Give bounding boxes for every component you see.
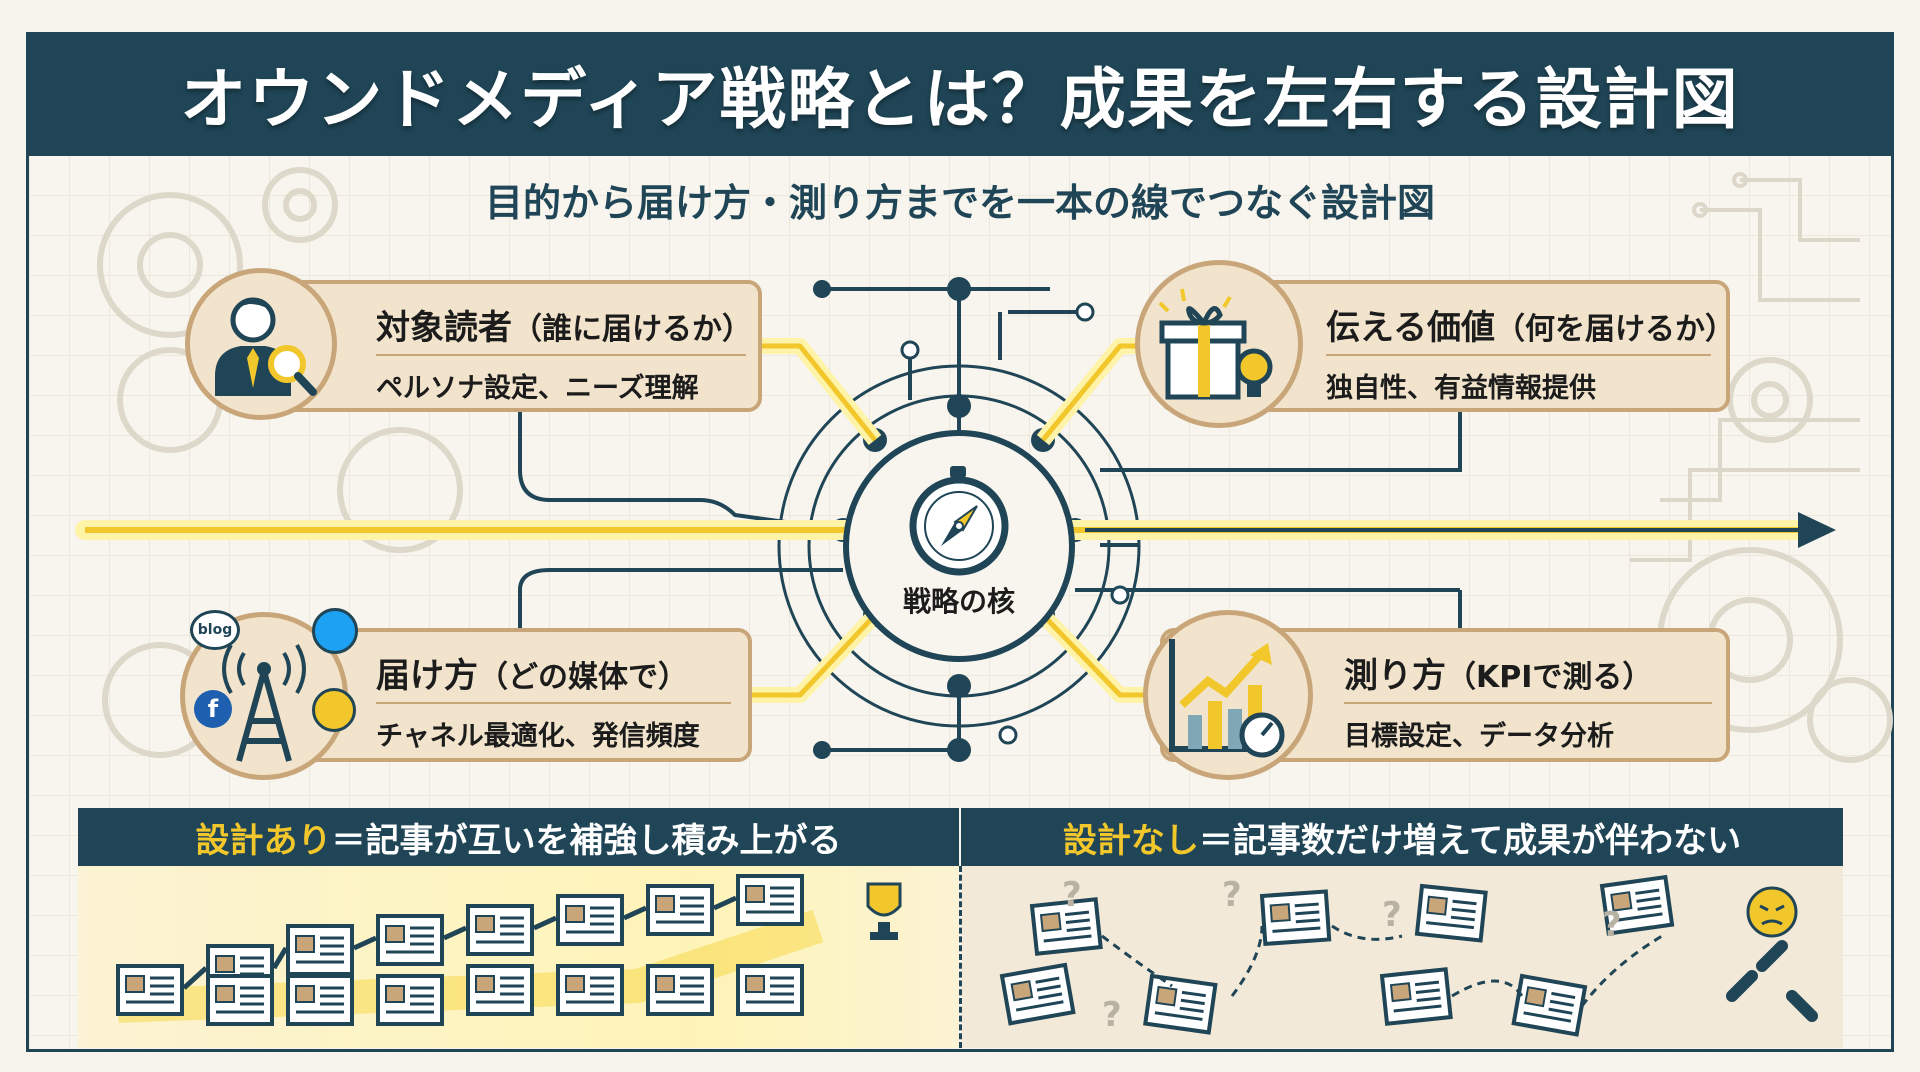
gear-decoration bbox=[97, 167, 1893, 763]
card-audience-desc: ペルソナ設定、ニーズ理解 bbox=[376, 373, 699, 404]
article-icon bbox=[206, 974, 274, 1026]
article-icon bbox=[1259, 889, 1332, 947]
card-audience-title: 対象読者（誰に届けるか） bbox=[376, 308, 752, 348]
link-arrow bbox=[442, 925, 468, 941]
broken-link bbox=[1230, 925, 1264, 997]
article-icon bbox=[646, 964, 714, 1016]
value-badge bbox=[1135, 260, 1303, 428]
broken-link bbox=[1451, 979, 1524, 998]
scattered-articles-illustration: ????? bbox=[999, 874, 1818, 1037]
article-icon bbox=[1511, 973, 1588, 1037]
card-value-title: 伝える価値（何を届けるか） bbox=[1326, 308, 1735, 348]
broadcast-tower-icon bbox=[222, 643, 306, 762]
measure-badge bbox=[1143, 610, 1313, 780]
question-mark: ? bbox=[1222, 875, 1242, 915]
growth-chart-icon bbox=[1169, 639, 1285, 758]
article-icon bbox=[646, 884, 714, 936]
card-channel-title: 届け方（どの媒体で） bbox=[376, 656, 688, 696]
strategy-core bbox=[843, 430, 1075, 662]
article-icon bbox=[1029, 897, 1103, 956]
article-icon bbox=[116, 964, 184, 1016]
title-bar: オウンドメディア戦略とは？成果を左右する設計図 bbox=[26, 32, 1894, 156]
panel-with-design-header: 設計あり＝記事が互いを補強し積み上がる bbox=[78, 808, 959, 866]
card-measure-desc: 目標設定、データ分析 bbox=[1344, 721, 1614, 752]
article-icon bbox=[556, 964, 624, 1016]
panel-with-design bbox=[78, 866, 959, 1048]
mail-icon bbox=[312, 688, 356, 732]
article-icon bbox=[466, 964, 534, 1016]
circuit-decoration bbox=[1630, 172, 1860, 562]
broken-link bbox=[1101, 934, 1173, 988]
frustrated-face-icon bbox=[1726, 886, 1818, 1022]
link-arrow bbox=[532, 915, 558, 931]
link-arrow bbox=[712, 895, 738, 911]
question-mark: ? bbox=[1602, 905, 1622, 945]
article-icon bbox=[466, 904, 534, 956]
audience-badge bbox=[185, 268, 337, 420]
article-icon bbox=[1143, 973, 1218, 1035]
stacked-articles-illustration bbox=[116, 874, 902, 1026]
facebook-icon: f bbox=[194, 690, 232, 728]
article-icon bbox=[556, 894, 624, 946]
twitter-icon bbox=[312, 608, 358, 654]
gift-bulb-icon bbox=[1158, 288, 1273, 400]
page-title: オウンドメディア戦略とは？成果を左右する設計図 bbox=[180, 61, 1740, 138]
link-arrow bbox=[352, 935, 378, 951]
trophy-icon bbox=[866, 882, 902, 940]
link-arrow bbox=[622, 905, 648, 921]
question-mark: ? bbox=[1062, 875, 1082, 915]
article-icon bbox=[1414, 883, 1488, 943]
persona-search-icon bbox=[215, 297, 317, 396]
article-icon bbox=[376, 974, 444, 1026]
card-channel-desc: チャネル最適化、発信頻度 bbox=[376, 721, 700, 752]
compass-icon bbox=[909, 466, 1009, 576]
article-icon bbox=[286, 924, 354, 976]
question-mark: ? bbox=[1382, 895, 1402, 935]
panel-without-design: ????? bbox=[962, 866, 1843, 1048]
panel-without-design-header: 設計なし＝記事数だけ増えて成果が伴わない bbox=[961, 808, 1843, 866]
broken-link bbox=[1580, 934, 1663, 1007]
card-value-desc: 独自性、有益情報提供 bbox=[1326, 373, 1596, 404]
article-icon bbox=[1379, 967, 1453, 1026]
subtitle: 目的から届け方・測り方までを一本の線でつなぐ設計図 bbox=[484, 181, 1435, 225]
article-icon bbox=[286, 974, 354, 1026]
article-icon bbox=[376, 914, 444, 966]
article-icon bbox=[1599, 874, 1675, 936]
article-icon bbox=[999, 962, 1076, 1026]
article-icon bbox=[736, 874, 804, 926]
core-label: 戦略の核 bbox=[902, 585, 1015, 618]
broken-link bbox=[1331, 924, 1403, 941]
card-measure-title: 測り方（KPIで測る） bbox=[1344, 656, 1653, 696]
link-arrow bbox=[271, 946, 289, 970]
article-icon bbox=[736, 964, 804, 1016]
blog-icon: blog bbox=[190, 610, 240, 650]
question-mark: ? bbox=[1102, 995, 1122, 1035]
link-arrow bbox=[182, 966, 208, 990]
